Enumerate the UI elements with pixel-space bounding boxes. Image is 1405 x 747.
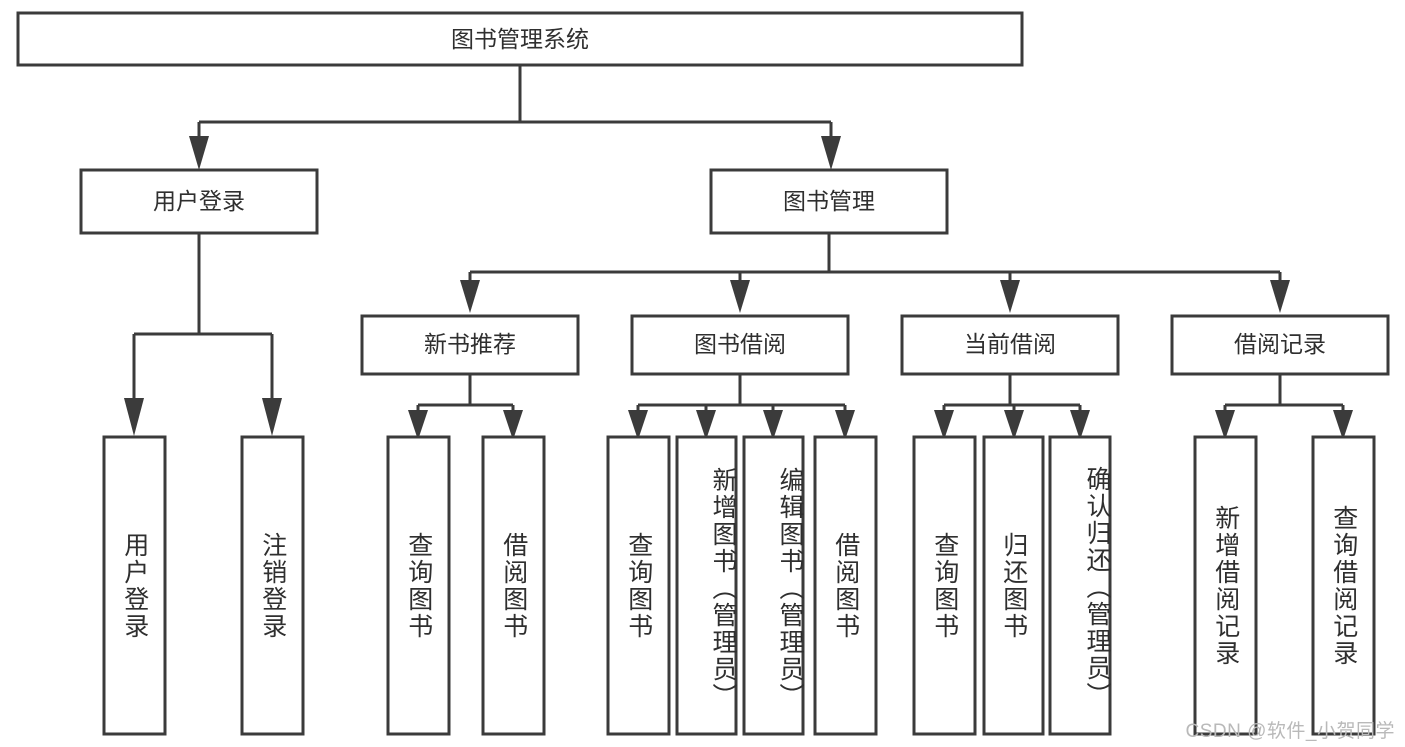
node-new-book-recommend[interactable]: 新书推荐 <box>360 314 580 376</box>
arrow-to-new-book-recommend <box>460 280 480 313</box>
arrow-to-book-manage <box>821 136 841 170</box>
leaf-add-record-box[interactable] <box>1193 435 1258 736</box>
new-book-recommend-label: 新书推荐 <box>424 331 516 357</box>
leaf-query-book-1-box[interactable] <box>386 435 451 736</box>
edges-book-manage-to-level2 <box>460 233 1290 313</box>
arrow-to-leaf-logout-login <box>262 398 282 436</box>
book-borrow-box <box>630 314 850 376</box>
arrow-to-leaf-query-book-2 <box>628 410 648 440</box>
watermark-text: CSDN @软件_小贺同学 <box>1185 721 1395 742</box>
arrow-to-leaf-confirm-return <box>1070 410 1090 440</box>
arrow-to-leaf-return-book <box>1004 410 1024 440</box>
arrow-to-leaf-query-book-1 <box>408 410 428 440</box>
leaf-query-book-3-box[interactable] <box>912 435 977 736</box>
leaf-user-login-label: 用户登录 <box>120 531 149 640</box>
leaf-query-record-label: 查询借阅记录 <box>1329 504 1358 667</box>
arrow-to-user-login <box>189 136 209 170</box>
user-login-label: 用户登录 <box>153 188 245 214</box>
node-user-login[interactable]: 用户登录 <box>79 168 319 235</box>
leaf-user-login-box[interactable] <box>102 435 167 736</box>
leaf-return-book-label: 归还图书 <box>999 531 1028 640</box>
edges-cb-to-leaves <box>934 374 1090 440</box>
book-borrow-label: 图书借阅 <box>694 331 786 357</box>
leaf-boxes <box>102 435 1376 736</box>
arrow-to-leaf-edit-book <box>763 410 783 440</box>
leaf-borrow-book-1-label: 借阅图书 <box>499 531 528 640</box>
leaf-query-book-1-label: 查询图书 <box>404 531 433 640</box>
arrow-to-leaf-borrow-book-1 <box>503 410 523 440</box>
leaf-confirm-return-box[interactable] <box>1048 435 1112 736</box>
leaf-add-book-label: 新增图书（管理员） <box>709 467 737 710</box>
leaf-query-book-3-label: 查询图书 <box>930 531 959 640</box>
edges-bb-to-leaves <box>628 374 855 440</box>
arrow-to-leaf-borrow-book-2 <box>835 410 855 440</box>
arrow-to-leaf-query-record <box>1333 410 1353 440</box>
leaf-logout-login-box[interactable] <box>240 435 305 736</box>
leaf-add-book-box[interactable] <box>675 435 738 736</box>
arrow-to-leaf-add-book <box>696 410 716 440</box>
leaf-add-record-label: 新增借阅记录 <box>1211 504 1240 667</box>
current-borrow-label: 当前借阅 <box>964 331 1056 357</box>
edges-root-to-level1 <box>189 65 841 170</box>
leaf-query-book-2-box[interactable] <box>606 435 671 736</box>
leaf-borrow-book-2-box[interactable] <box>813 435 878 736</box>
new-book-recommend-box <box>360 314 580 376</box>
leaf-borrow-book-2-label: 借阅图书 <box>831 531 860 640</box>
edges-nbr-to-leaves <box>408 374 523 440</box>
arrow-to-leaf-user-login <box>124 398 144 436</box>
leaf-edit-book-box[interactable] <box>742 435 805 736</box>
root-label: 图书管理系统 <box>451 26 589 52</box>
node-book-borrow[interactable]: 图书借阅 <box>630 314 850 376</box>
book-manage-label: 图书管理 <box>783 188 875 214</box>
arrow-to-leaf-query-book-3 <box>934 410 954 440</box>
root-box <box>16 11 1024 67</box>
arrow-to-book-borrow <box>730 280 750 313</box>
leaf-logout-login-label: 注销登录 <box>258 531 287 640</box>
arrow-to-leaf-add-record <box>1215 410 1235 440</box>
edges-user-login-to-leaves <box>124 233 282 436</box>
node-book-manage[interactable]: 图书管理 <box>709 168 949 235</box>
arrow-to-borrow-record <box>1270 280 1290 313</box>
node-root[interactable]: 图书管理系统 <box>16 11 1024 67</box>
arrow-to-current-borrow <box>1000 280 1020 313</box>
current-borrow-box <box>900 314 1120 376</box>
borrow-record-label: 借阅记录 <box>1234 331 1326 357</box>
leaf-query-book-2-label: 查询图书 <box>624 531 653 640</box>
node-current-borrow[interactable]: 当前借阅 <box>900 314 1120 376</box>
leaf-query-record-box[interactable] <box>1311 435 1376 736</box>
node-borrow-record[interactable]: 借阅记录 <box>1170 314 1390 376</box>
leaf-confirm-return-label: 确认归还（管理员） <box>1083 466 1111 709</box>
leaf-edit-book-label: 编辑图书（管理员） <box>776 467 804 710</box>
edges-br-to-leaves <box>1215 374 1353 440</box>
leaf-return-book-box[interactable] <box>982 435 1045 736</box>
leaf-borrow-book-1-box[interactable] <box>481 435 546 736</box>
